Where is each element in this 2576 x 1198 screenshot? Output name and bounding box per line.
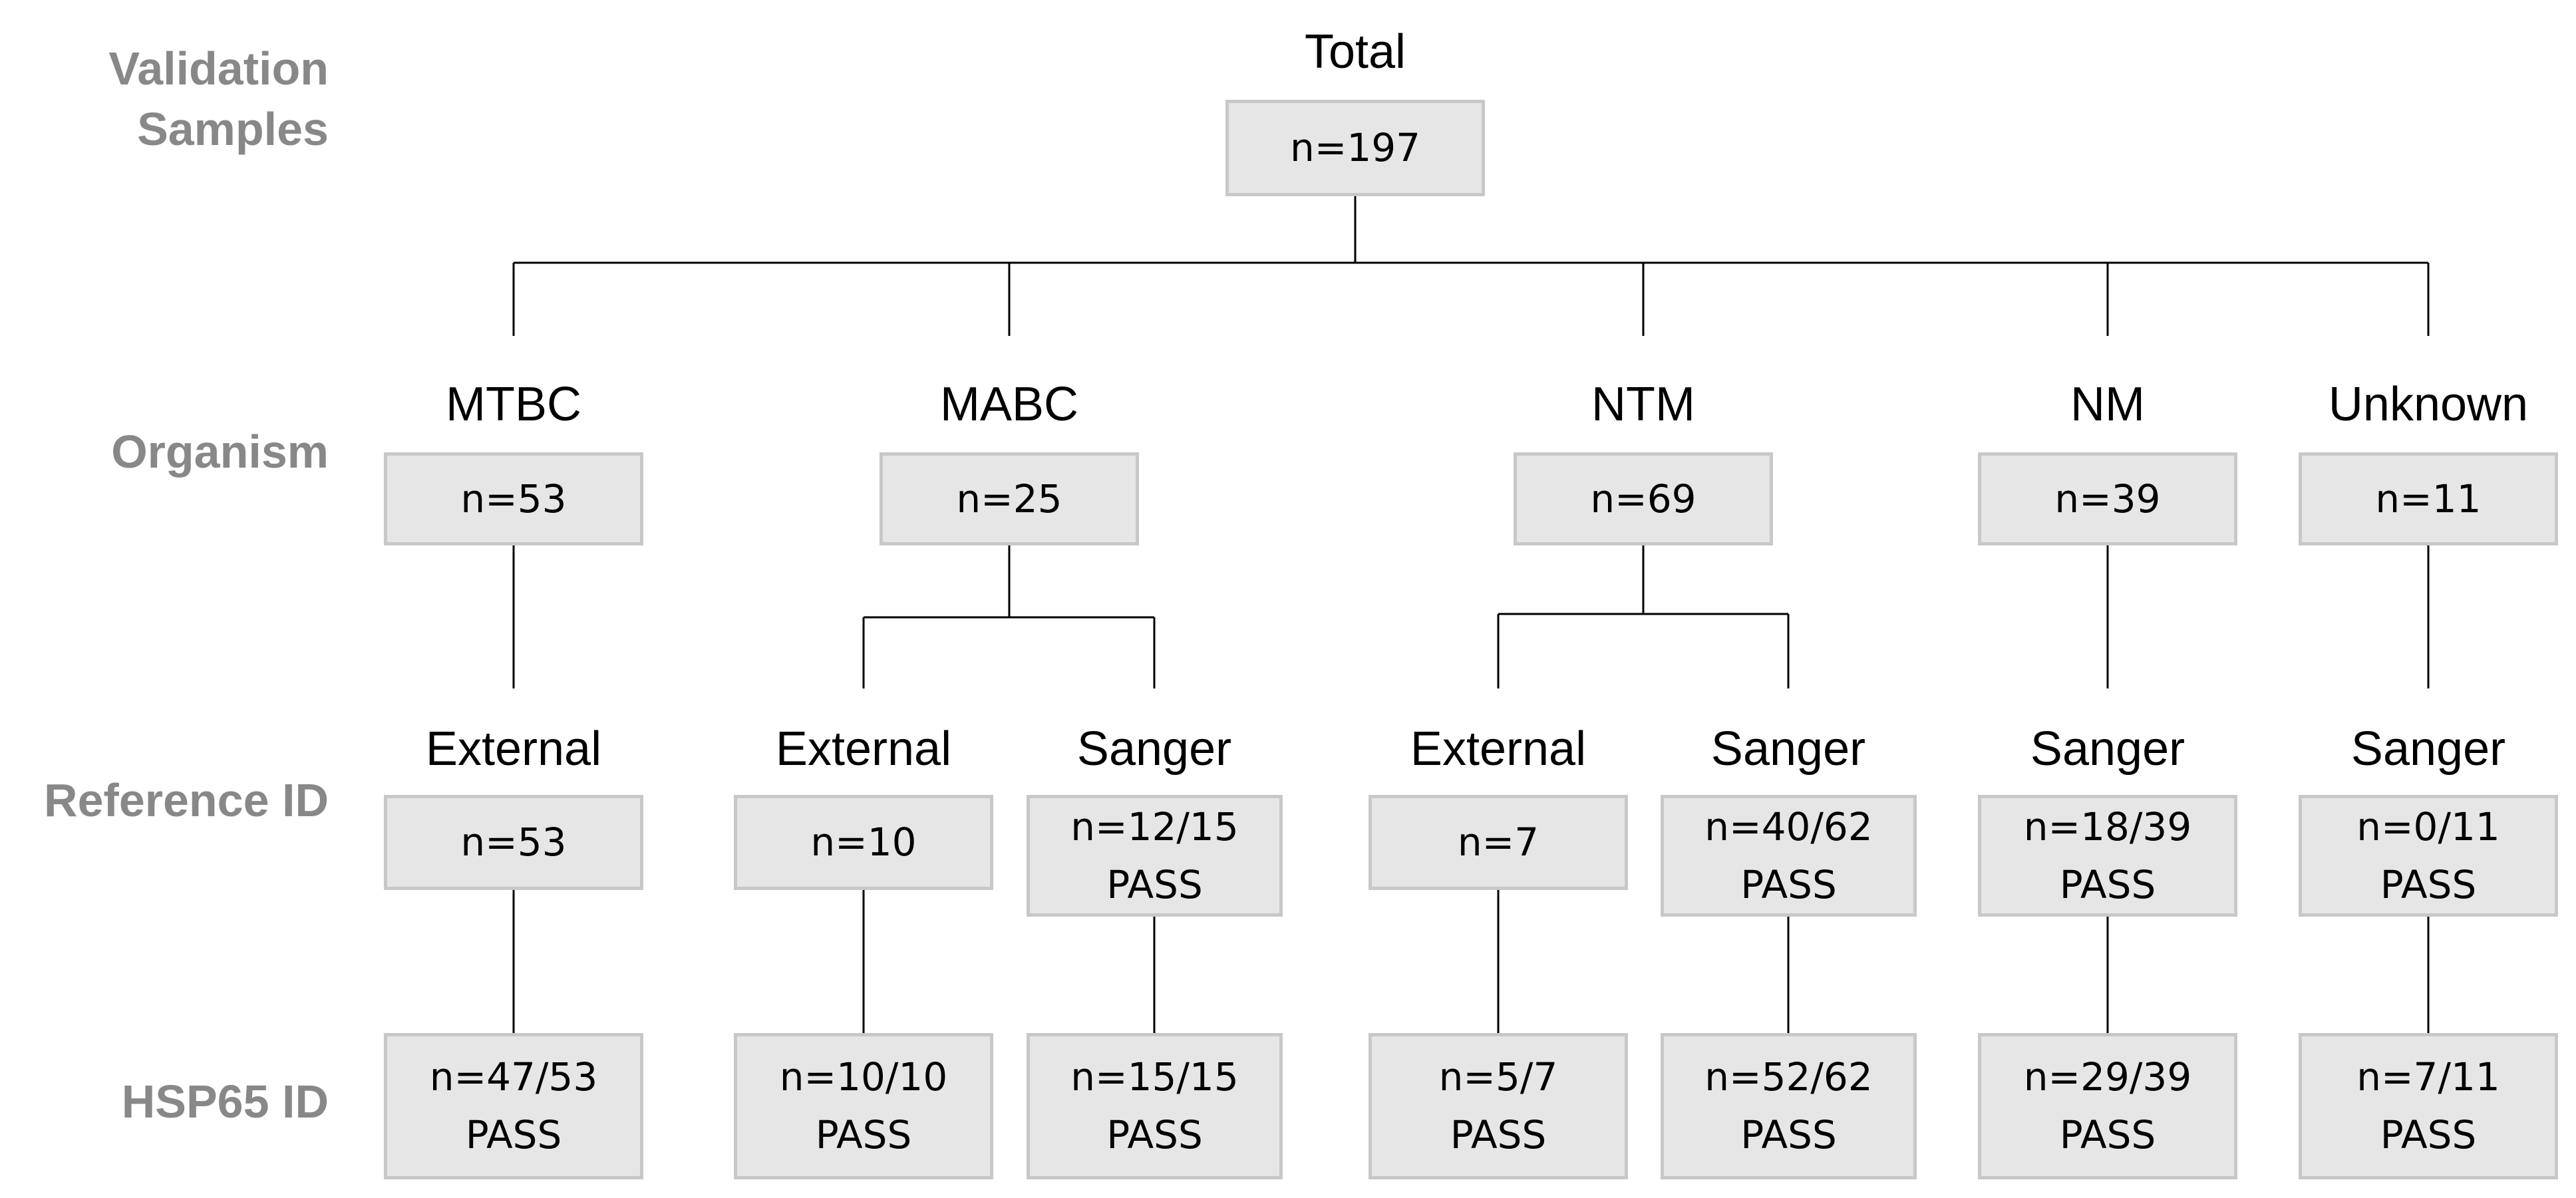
reference-status: PASS — [1740, 861, 1837, 907]
reference-box-mtbc-external: n=53 — [384, 795, 643, 890]
reference-status: PASS — [1106, 861, 1203, 907]
organism-count: n=11 — [2375, 476, 2482, 522]
hsp65-status: PASS — [1450, 1112, 1547, 1157]
hsp65-count: n=52/62 — [1704, 1054, 1873, 1100]
organism-header-unknown: Unknown — [2328, 378, 2529, 431]
reference-header-nm-sanger: Sanger — [2030, 722, 2185, 776]
total-box: n=197 — [1225, 100, 1485, 196]
reference-box-nm-sanger: n=18/39 PASS — [1978, 795, 2237, 917]
reference-box-mabc-external: n=10 — [734, 795, 993, 890]
hsp65-count: n=10/10 — [779, 1054, 948, 1100]
reference-header-mabc-external: External — [775, 722, 952, 776]
reference-count: n=0/11 — [2356, 804, 2500, 849]
total-header: Total — [1304, 25, 1406, 78]
reference-box-mabc-sanger: n=12/15 PASS — [1027, 795, 1283, 917]
reference-header-ntm-sanger: Sanger — [1710, 722, 1866, 776]
organism-box-mtbc: n=53 — [384, 452, 643, 545]
organism-header-nm: NM — [2070, 378, 2145, 431]
organism-box-unknown: n=11 — [2299, 452, 2558, 545]
reference-box-unknown-sanger: n=0/11 PASS — [2299, 795, 2558, 917]
reference-header-mabc-sanger: Sanger — [1076, 722, 1232, 776]
reference-count: n=7 — [1457, 820, 1539, 865]
reference-box-ntm-sanger: n=40/62 PASS — [1661, 795, 1917, 917]
hsp65-status: PASS — [1740, 1112, 1837, 1157]
hsp65-box-mabc-sanger: n=15/15 PASS — [1027, 1033, 1283, 1179]
hsp65-status: PASS — [2380, 1112, 2477, 1157]
hsp65-count: n=29/39 — [2023, 1054, 2192, 1100]
organism-header-ntm: NTM — [1591, 378, 1695, 431]
reference-box-ntm-external: n=7 — [1368, 795, 1628, 890]
hsp65-status: PASS — [1106, 1112, 1203, 1157]
organism-header-mabc: MABC — [939, 378, 1079, 431]
row-label-organism: Organism — [111, 426, 329, 478]
hsp65-count: n=5/7 — [1438, 1054, 1558, 1100]
organism-count: n=25 — [956, 476, 1062, 522]
organism-count: n=53 — [460, 476, 567, 522]
row-label-validation-samples: Validation Samples — [108, 39, 329, 160]
reference-count: n=53 — [460, 820, 567, 865]
reference-count: n=18/39 — [2023, 804, 2192, 849]
hsp65-count: n=7/11 — [2356, 1054, 2500, 1100]
hsp65-box-unknown: n=7/11 PASS — [2299, 1033, 2558, 1179]
reference-status: PASS — [2059, 861, 2156, 907]
hsp65-status: PASS — [2059, 1112, 2156, 1157]
organism-box-ntm: n=69 — [1514, 452, 1773, 545]
row-label-reference-id: Reference ID — [44, 774, 329, 826]
hsp65-box-mabc-external: n=10/10 PASS — [734, 1033, 993, 1179]
hsp65-box-mtbc: n=47/53 PASS — [384, 1033, 643, 1179]
hsp65-count: n=47/53 — [429, 1054, 598, 1100]
reference-header-unknown-sanger: Sanger — [2350, 722, 2506, 776]
hsp65-status: PASS — [815, 1112, 912, 1157]
reference-count: n=12/15 — [1070, 804, 1239, 849]
organism-box-nm: n=39 — [1978, 452, 2237, 545]
reference-header-mtbc-external: External — [425, 722, 602, 776]
organism-count: n=69 — [1590, 476, 1696, 522]
row-label-validation-line2: Samples — [137, 103, 329, 155]
reference-status: PASS — [2380, 861, 2477, 907]
total-count: n=197 — [1289, 125, 1421, 170]
hsp65-status: PASS — [465, 1112, 562, 1157]
hsp65-count: n=15/15 — [1070, 1054, 1239, 1100]
hsp65-box-ntm-external: n=5/7 PASS — [1368, 1033, 1628, 1179]
organism-box-mabc: n=25 — [880, 452, 1139, 545]
organism-count: n=39 — [2054, 476, 2161, 522]
row-label-hsp65-id: HSP65 ID — [121, 1076, 329, 1127]
row-label-validation-line1: Validation — [108, 43, 329, 94]
reference-count: n=40/62 — [1704, 804, 1873, 849]
reference-header-ntm-external: External — [1410, 722, 1587, 776]
hsp65-box-ntm-sanger: n=52/62 PASS — [1661, 1033, 1917, 1179]
reference-count: n=10 — [810, 820, 917, 865]
hsp65-box-nm: n=29/39 PASS — [1978, 1033, 2237, 1179]
organism-header-mtbc: MTBC — [446, 378, 581, 431]
